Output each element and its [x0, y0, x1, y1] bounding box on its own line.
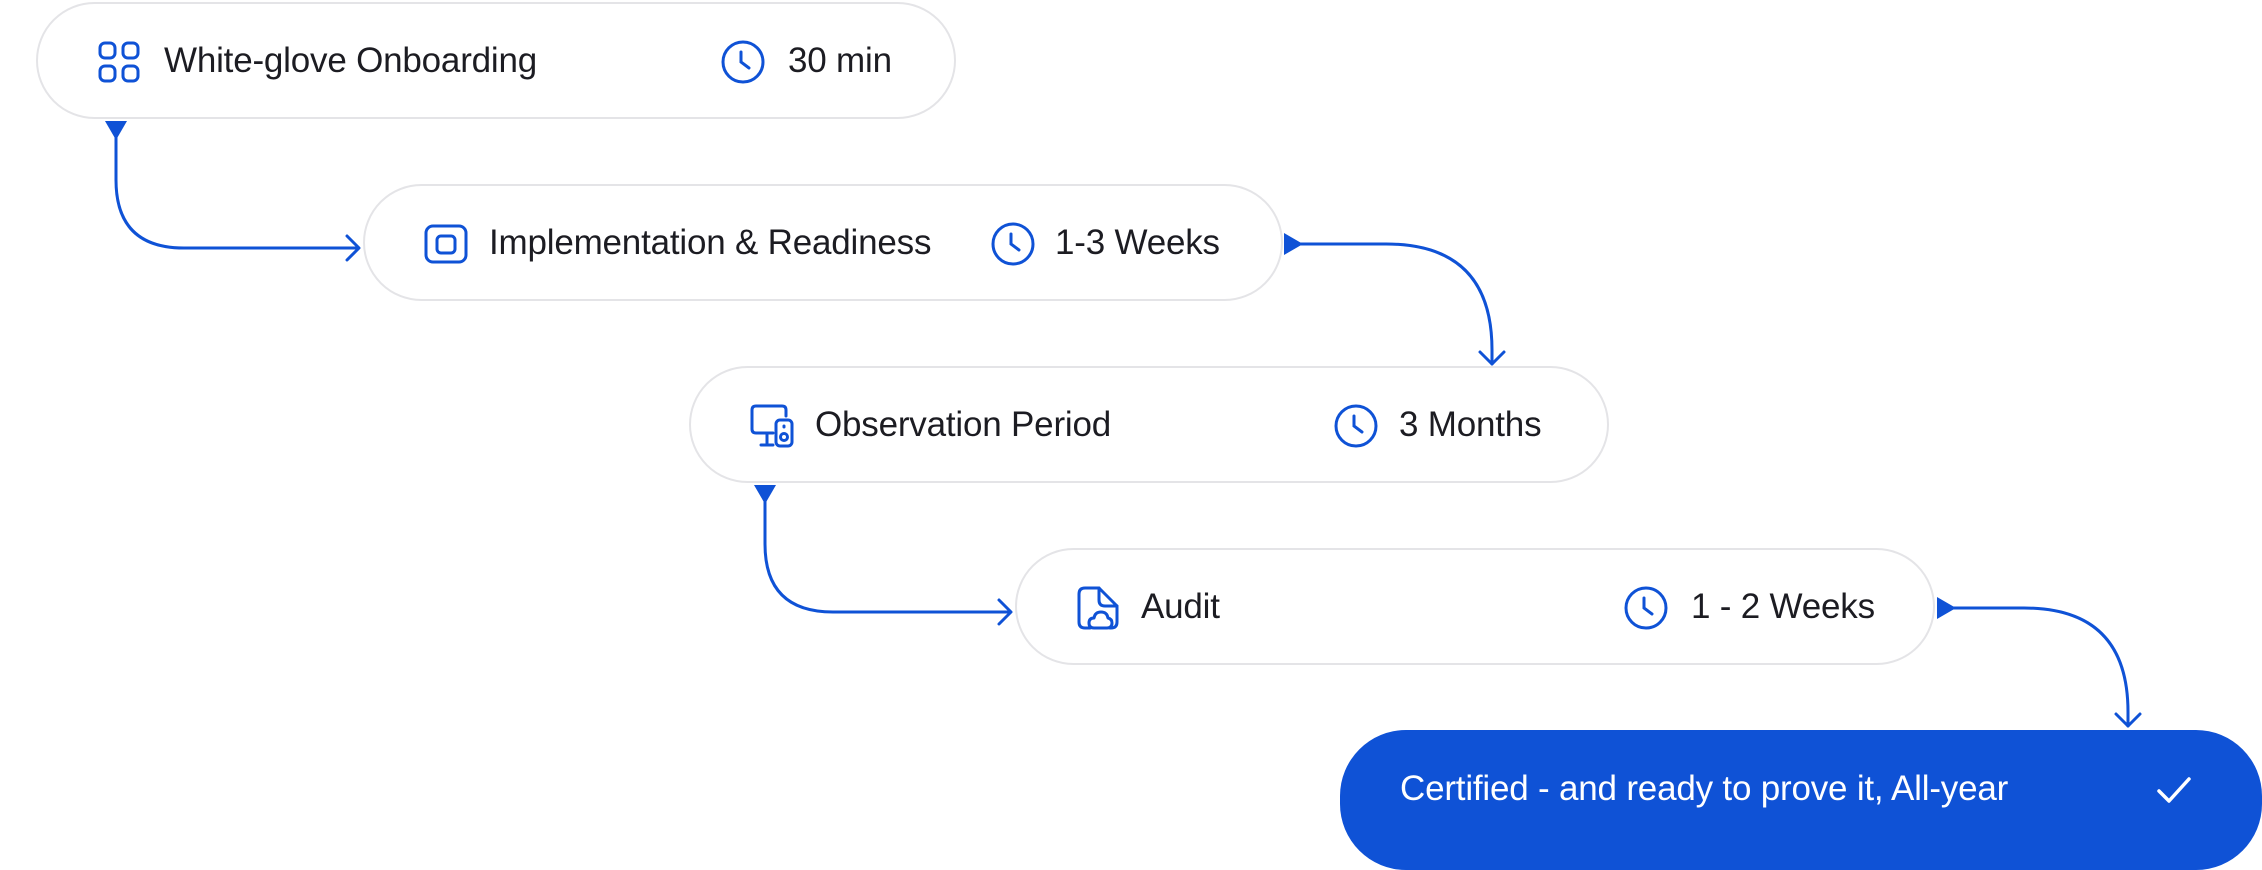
step-audit: Audit 1 - 2 Weeks [1015, 548, 1935, 665]
connector-1 [114, 123, 360, 250]
step-title: White-glove Onboarding [164, 41, 538, 80]
step-title: Implementation & Readiness [489, 223, 932, 262]
monitor-device-icon [750, 404, 794, 448]
step-duration: 1 - 2 Weeks [1691, 587, 1875, 626]
connector-4-start-marker [1937, 597, 1956, 619]
connector-2 [1298, 242, 1494, 366]
grid-icon [98, 41, 140, 83]
connector-3-start-marker [754, 485, 776, 504]
clock-icon [1624, 586, 1668, 630]
certified-label: Certified - and ready to prove it, All-y… [1400, 769, 2009, 808]
connector-3-arrowhead [997, 598, 1013, 626]
connector-4 [1950, 606, 2130, 728]
square-frame-icon [424, 224, 468, 264]
connector-2-start-marker [1284, 233, 1303, 255]
step-duration: 30 min [788, 41, 892, 80]
step-white-glove-onboarding: White-glove Onboarding 30 min [36, 2, 956, 119]
clock-icon [1334, 404, 1378, 448]
certified-banner: Certified - and ready to prove it, All-y… [1340, 730, 2262, 870]
step-observation-period: Observation Period 3 Months [689, 366, 1609, 483]
step-implementation-readiness: Implementation & Readiness 1-3 Weeks [363, 184, 1283, 301]
clock-icon [991, 222, 1035, 266]
step-duration: 1-3 Weeks [1055, 223, 1220, 262]
document-cloud-icon [1077, 586, 1119, 630]
connector-3 [763, 487, 1012, 614]
connector-1-arrowhead [345, 234, 361, 262]
step-title: Observation Period [815, 405, 1112, 444]
connector-2-arrowhead [1478, 350, 1506, 366]
connector-1-start-marker [105, 121, 127, 140]
connector-4-arrowhead [2114, 712, 2142, 728]
check-icon [2157, 777, 2191, 803]
step-title: Audit [1141, 587, 1220, 626]
clock-icon [721, 40, 765, 84]
step-duration: 3 Months [1399, 405, 1542, 444]
